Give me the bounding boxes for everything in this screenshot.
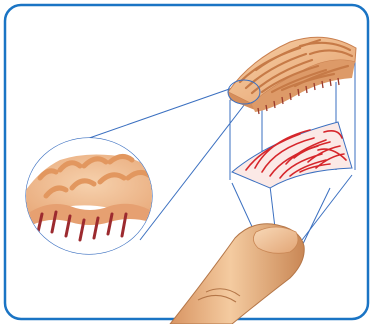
- fingerprint-magnification-illustration: [0, 0, 373, 324]
- illustration-frame: [0, 0, 373, 324]
